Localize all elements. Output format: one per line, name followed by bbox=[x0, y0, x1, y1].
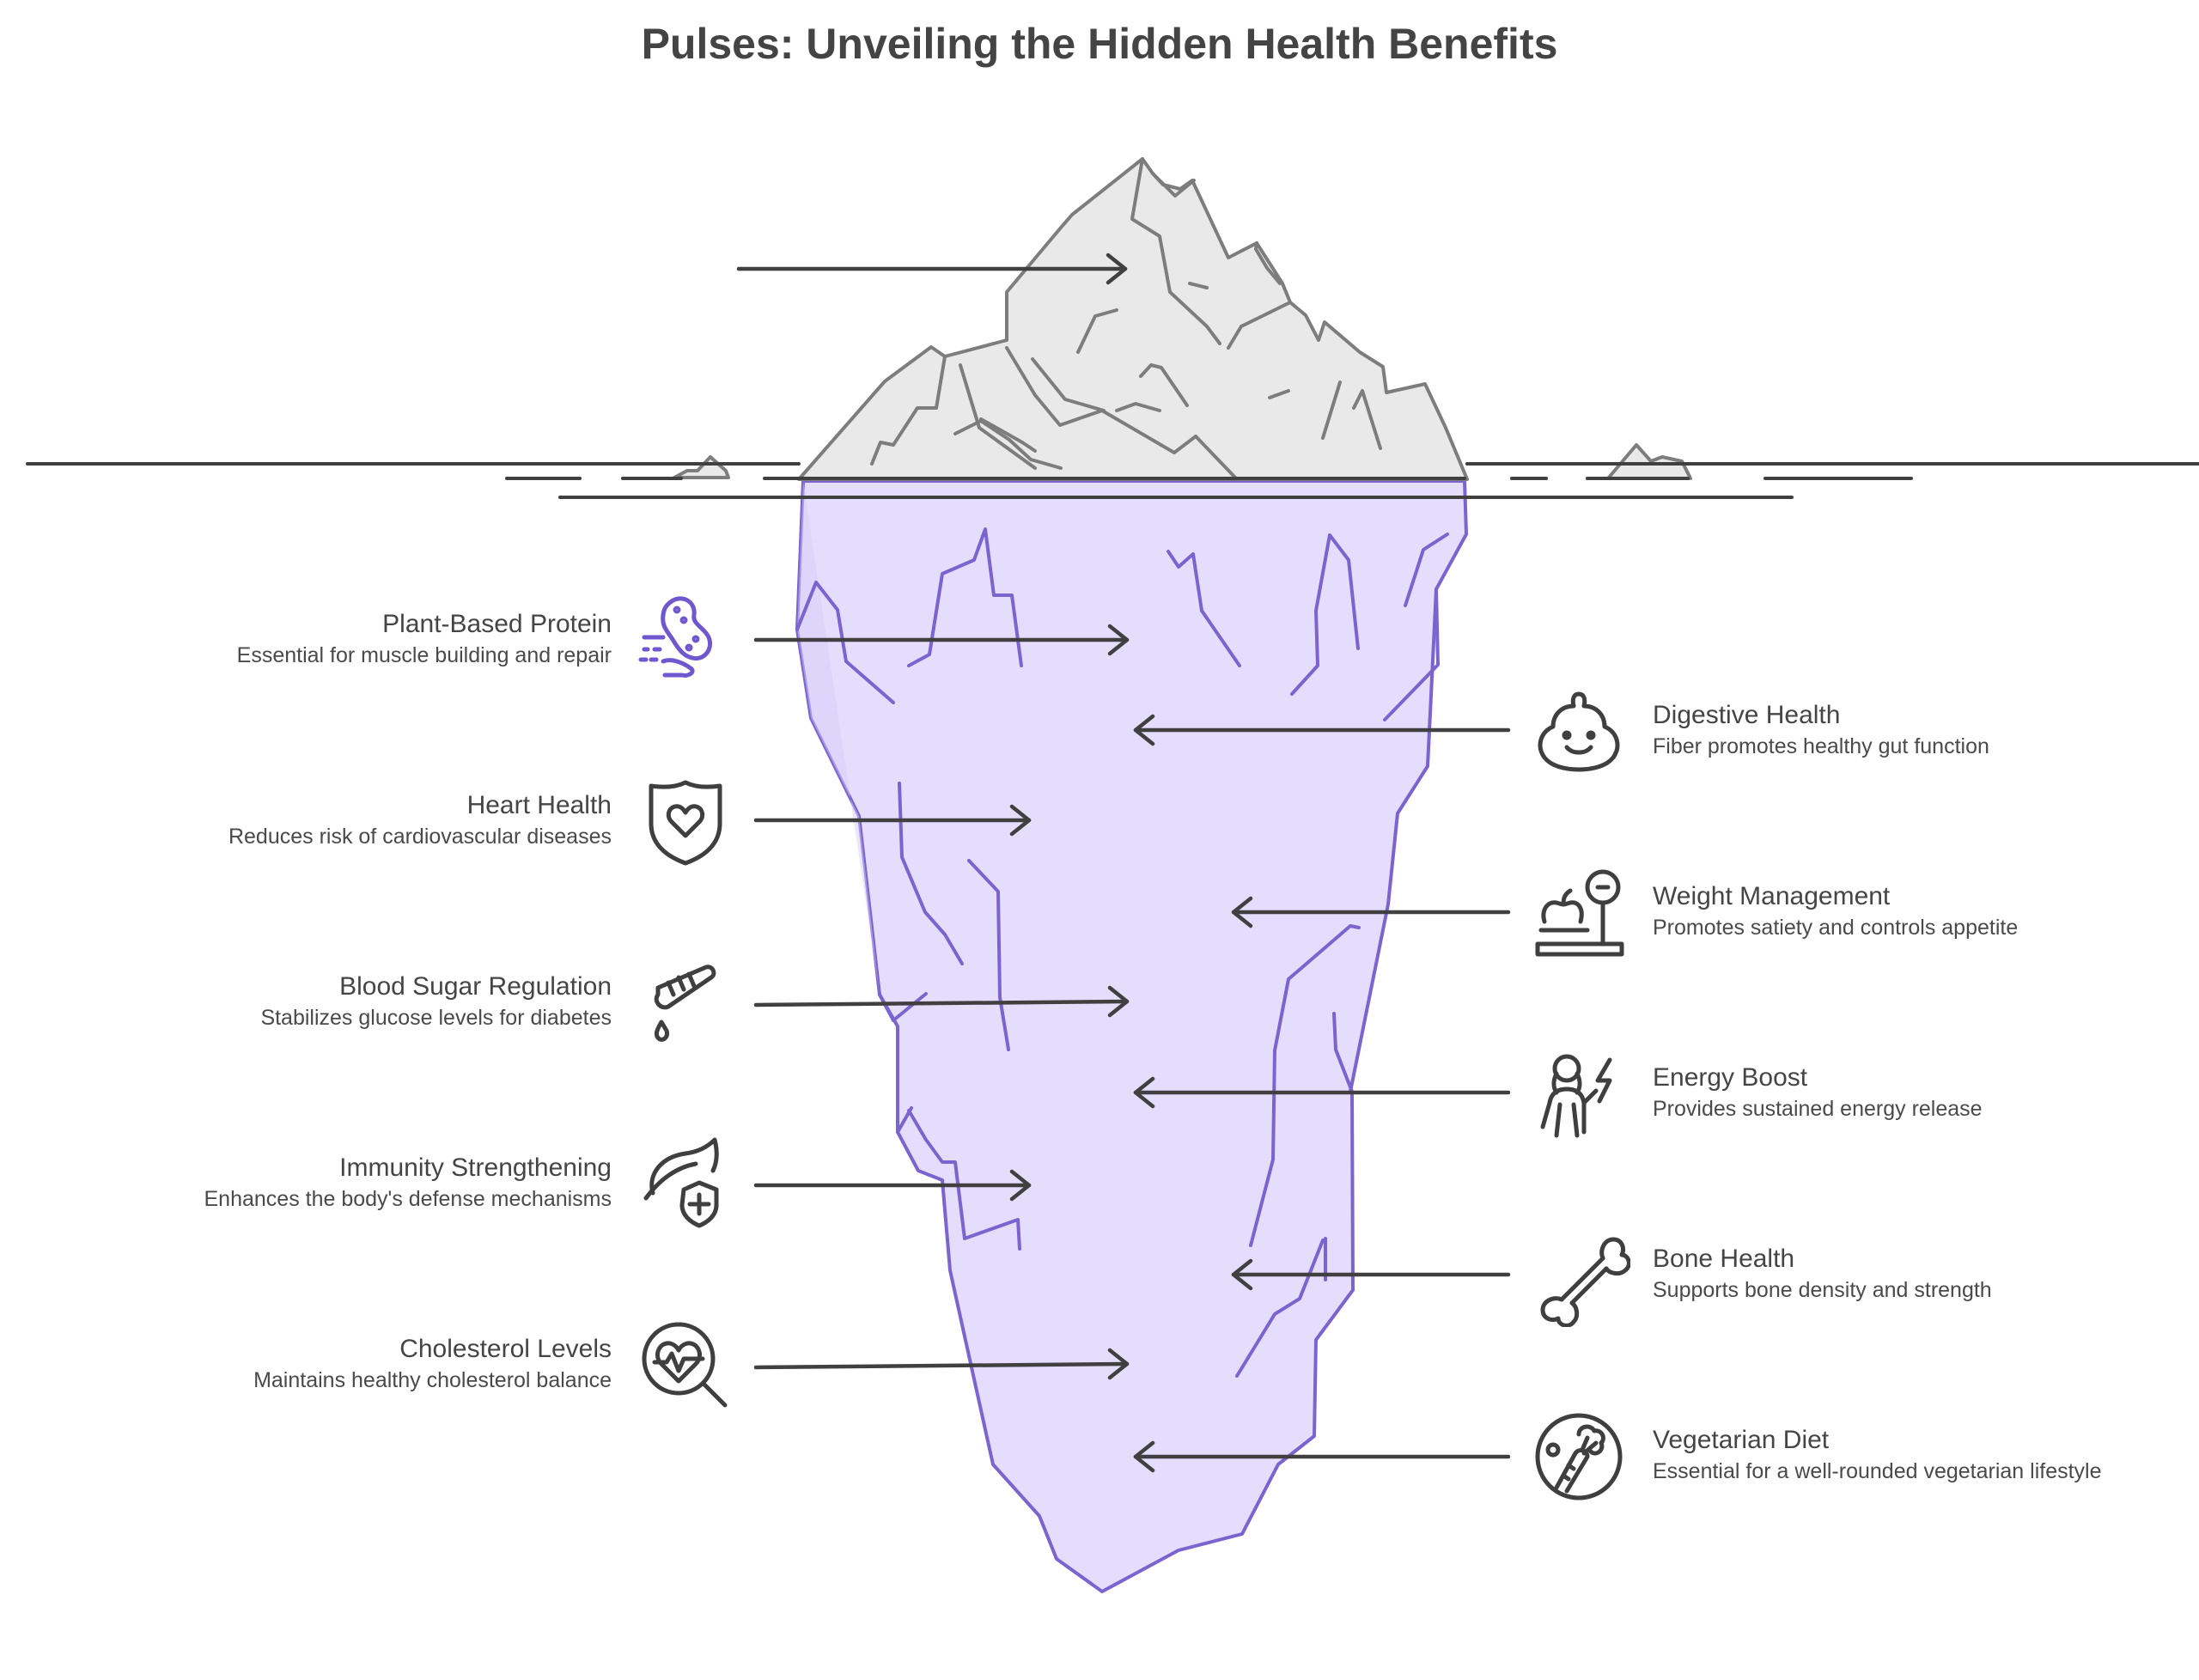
item-description: Provides sustained energy release bbox=[1653, 1097, 1983, 1121]
arrow-blood-sugar-regulation bbox=[753, 985, 1130, 1018]
arrow-heart-health bbox=[753, 804, 1032, 837]
label-immunity-strengthening: Immunity Strengthening Enhances the body… bbox=[0, 1152, 612, 1214]
iceberg-tip bbox=[797, 157, 1469, 481]
label-heart-health: Heart Health Reduces risk of cardiovascu… bbox=[0, 789, 612, 851]
iceberg-tip-cracks bbox=[870, 157, 1382, 481]
underwater-cracks bbox=[795, 527, 1449, 1378]
arrow-tip bbox=[736, 253, 1128, 285]
item-description: Essential for muscle building and repair bbox=[236, 643, 612, 667]
item-title: Heart Health bbox=[466, 791, 612, 819]
arrow-vegetarian-diet bbox=[1133, 1440, 1511, 1473]
arrow-digestive-health bbox=[1133, 714, 1511, 746]
item-title: Cholesterol Levels bbox=[399, 1335, 612, 1363]
item-title: Weight Management bbox=[1653, 882, 1891, 910]
leaf-shield-plus-icon bbox=[634, 1133, 737, 1236]
label-plant-based-protein: Plant-Based Protein Essential for muscle… bbox=[0, 608, 612, 670]
heart-magnifier-icon bbox=[634, 1314, 737, 1417]
water-lines bbox=[26, 462, 2199, 499]
small-ice-right bbox=[1606, 443, 1692, 480]
item-title: Energy Boost bbox=[1653, 1063, 1808, 1092]
label-digestive-health: Digestive Health Fiber promotes healthy … bbox=[1653, 699, 2199, 761]
small-ice-left bbox=[673, 455, 730, 479]
item-description: Promotes satiety and controls appetite bbox=[1653, 916, 2019, 940]
label-energy-boost: Energy Boost Provides sustained energy r… bbox=[1653, 1062, 2199, 1123]
item-description: Supports bone density and strength bbox=[1653, 1278, 1992, 1302]
arrow-immunity-strengthening bbox=[753, 1169, 1032, 1202]
item-description: Stabilizes glucose levels for diabetes bbox=[260, 1006, 612, 1030]
item-description: Essential for a well-rounded vegetarian … bbox=[1653, 1459, 2102, 1483]
label-vegetarian-diet: Vegetarian Diet Essential for a well-rou… bbox=[1653, 1424, 2199, 1486]
iceberg-underwater bbox=[795, 479, 1468, 1593]
item-description: Enhances the body's defense mechanisms bbox=[204, 1187, 612, 1211]
arrow-energy-boost bbox=[1133, 1076, 1511, 1109]
happy-stomach-icon bbox=[1527, 680, 1630, 783]
arrow-weight-management bbox=[1231, 896, 1511, 928]
apple-scale-icon bbox=[1527, 861, 1630, 965]
bone-icon bbox=[1527, 1224, 1631, 1328]
item-description: Fiber promotes healthy gut function bbox=[1653, 734, 1989, 758]
arrow-bone-health bbox=[1231, 1258, 1511, 1291]
item-title: Bone Health bbox=[1653, 1245, 1795, 1273]
page-title: Pulses: Unveiling the Hidden Health Bene… bbox=[641, 20, 1558, 68]
arrow-plant-based-protein bbox=[753, 624, 1130, 656]
item-title: Digestive Health bbox=[1653, 701, 1841, 729]
label-cholesterol-levels: Cholesterol Levels Maintains healthy cho… bbox=[0, 1333, 612, 1395]
vegetables-circle-icon bbox=[1527, 1405, 1630, 1508]
item-description: Maintains healthy cholesterol balance bbox=[253, 1368, 612, 1392]
heart-shield-icon bbox=[634, 770, 737, 873]
item-title: Plant-Based Protein bbox=[382, 610, 612, 638]
label-weight-management: Weight Management Promotes satiety and c… bbox=[1653, 880, 2199, 942]
item-title: Blood Sugar Regulation bbox=[339, 972, 612, 1001]
arrows bbox=[736, 253, 1511, 1473]
item-description: Reduces risk of cardiovascular diseases bbox=[228, 825, 612, 849]
label-blood-sugar-regulation: Blood Sugar Regulation Stabilizes glucos… bbox=[0, 971, 612, 1032]
item-title: Vegetarian Diet bbox=[1653, 1426, 1830, 1454]
person-lightning-icon bbox=[1527, 1043, 1630, 1146]
label-bone-health: Bone Health Supports bone density and st… bbox=[1653, 1243, 2199, 1305]
item-title: Immunity Strengthening bbox=[339, 1153, 612, 1182]
test-tube-drop-icon bbox=[634, 952, 737, 1055]
peanut-icon bbox=[634, 589, 737, 692]
arrow-cholesterol-levels bbox=[753, 1348, 1130, 1380]
